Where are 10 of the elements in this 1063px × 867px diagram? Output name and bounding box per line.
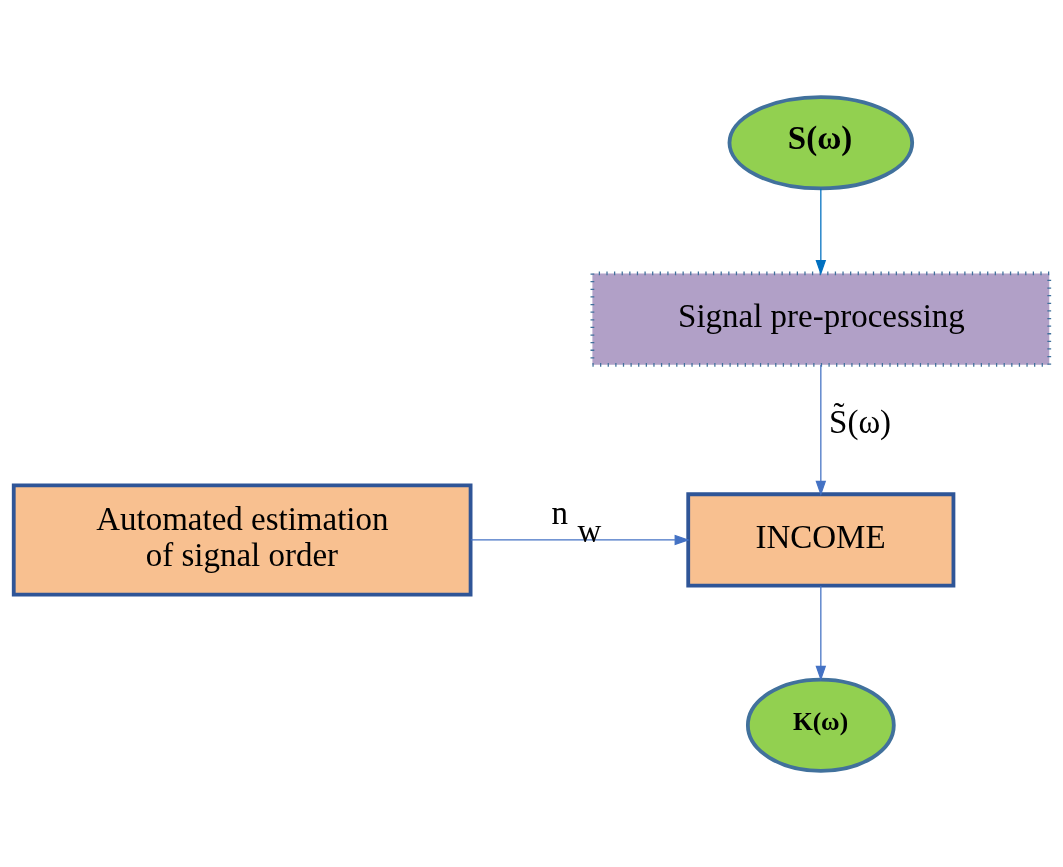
- node-box: Signal pre-processing: [590, 271, 1052, 367]
- arrow: [815, 187, 827, 275]
- node-box: INCOME: [686, 491, 956, 588]
- arrow: [470, 534, 690, 545]
- arrow: [815, 364, 827, 496]
- edge-label: S̃(ω): [829, 403, 892, 440]
- node-ellipse: K(ω): [745, 677, 896, 773]
- node-ellipse: S(ω): [727, 94, 915, 190]
- node-box: Automated estimation of signal order: [11, 483, 473, 596]
- arrow: [815, 584, 827, 681]
